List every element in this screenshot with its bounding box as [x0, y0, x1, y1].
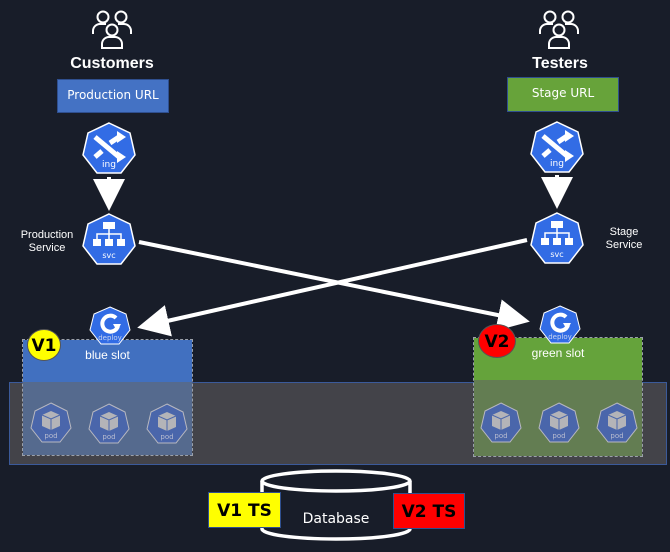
- service-icon-label: svc: [102, 251, 116, 260]
- production-url-button[interactable]: Production URL: [57, 79, 169, 113]
- database-icon: [260, 469, 412, 541]
- production-service-node[interactable]: svc: [80, 212, 138, 268]
- pod-list: pod pod pod: [29, 402, 189, 448]
- database-node[interactable]: Database: [258, 468, 414, 544]
- blue-slot-label: blue slot: [85, 348, 130, 362]
- arrow-prod-service-to-green-deploy: [138, 240, 530, 331]
- production-ingress-node[interactable]: ing: [80, 121, 138, 177]
- v1-ts-tag: V1 TS: [208, 492, 281, 528]
- deploy-label: deploy: [548, 333, 572, 341]
- customers-group-icon: [90, 8, 134, 52]
- customers-title: Customers: [70, 55, 154, 72]
- ingress-label: ing: [102, 160, 116, 170]
- pod-icon: [596, 402, 638, 443]
- stage-service-label-line2: Service: [605, 239, 643, 251]
- stage-url-button[interactable]: Stage URL: [507, 77, 619, 112]
- green-slot-label: green slot: [531, 346, 585, 360]
- v2-ts-tag: V2 TS: [393, 493, 465, 529]
- ingress-icon: [82, 122, 136, 174]
- pod[interactable]: pod: [595, 402, 639, 446]
- production-service-label: Production Service: [14, 229, 80, 255]
- service-icon: [82, 213, 136, 265]
- stage-ingress-node[interactable]: ing: [528, 120, 586, 176]
- pod[interactable]: pod: [537, 402, 581, 446]
- pod-label: pod: [610, 432, 624, 440]
- production-service-label-line1: Production: [20, 229, 74, 241]
- pod-icon: [146, 403, 188, 444]
- database-label: Database: [302, 511, 370, 527]
- green-slot[interactable]: green slot pod pod pod: [473, 337, 643, 457]
- production-service-label-line2: Service: [28, 242, 66, 254]
- pod-icon: [538, 402, 580, 443]
- pod[interactable]: pod: [29, 402, 73, 446]
- ingress-icon: [530, 121, 584, 173]
- pod[interactable]: pod: [87, 403, 131, 447]
- users-icon: [92, 10, 132, 49]
- stage-service-label: Stage Service: [596, 226, 652, 252]
- arrow-stage-service-to-blue-deploy: [137, 238, 528, 337]
- deploy-icon: [539, 305, 581, 344]
- service-icon: [530, 212, 584, 264]
- blue-slot[interactable]: blue slot pod pod pod: [22, 339, 193, 456]
- service-icon-label: svc: [550, 250, 564, 259]
- users-icon: [539, 10, 579, 49]
- pod-label: pod: [44, 432, 58, 440]
- pod-list: pod pod pod: [479, 402, 639, 448]
- stage-service-node[interactable]: svc: [528, 211, 586, 267]
- pod-icon: [88, 403, 130, 444]
- pod-icon: [30, 402, 72, 443]
- v1-badge: V1: [27, 329, 61, 361]
- pod-icon: [480, 402, 522, 443]
- deploy-label: deploy: [98, 334, 122, 342]
- green-slot-deploy-node[interactable]: deploy: [538, 305, 582, 345]
- testers-title: Testers: [532, 55, 588, 72]
- testers-group-icon: [537, 8, 581, 52]
- pod[interactable]: pod: [479, 402, 523, 446]
- pod-label: pod: [102, 433, 116, 441]
- stage-service-label-line1: Stage: [609, 226, 639, 238]
- deploy-icon: [89, 306, 131, 345]
- pod-label: pod: [552, 432, 566, 440]
- pod[interactable]: pod: [145, 403, 189, 447]
- pod-label: pod: [494, 432, 508, 440]
- pod-label: pod: [160, 433, 174, 441]
- blue-slot-deploy-node[interactable]: deploy: [88, 306, 132, 346]
- ingress-label: ing: [550, 159, 564, 169]
- v2-badge: V2: [478, 324, 516, 358]
